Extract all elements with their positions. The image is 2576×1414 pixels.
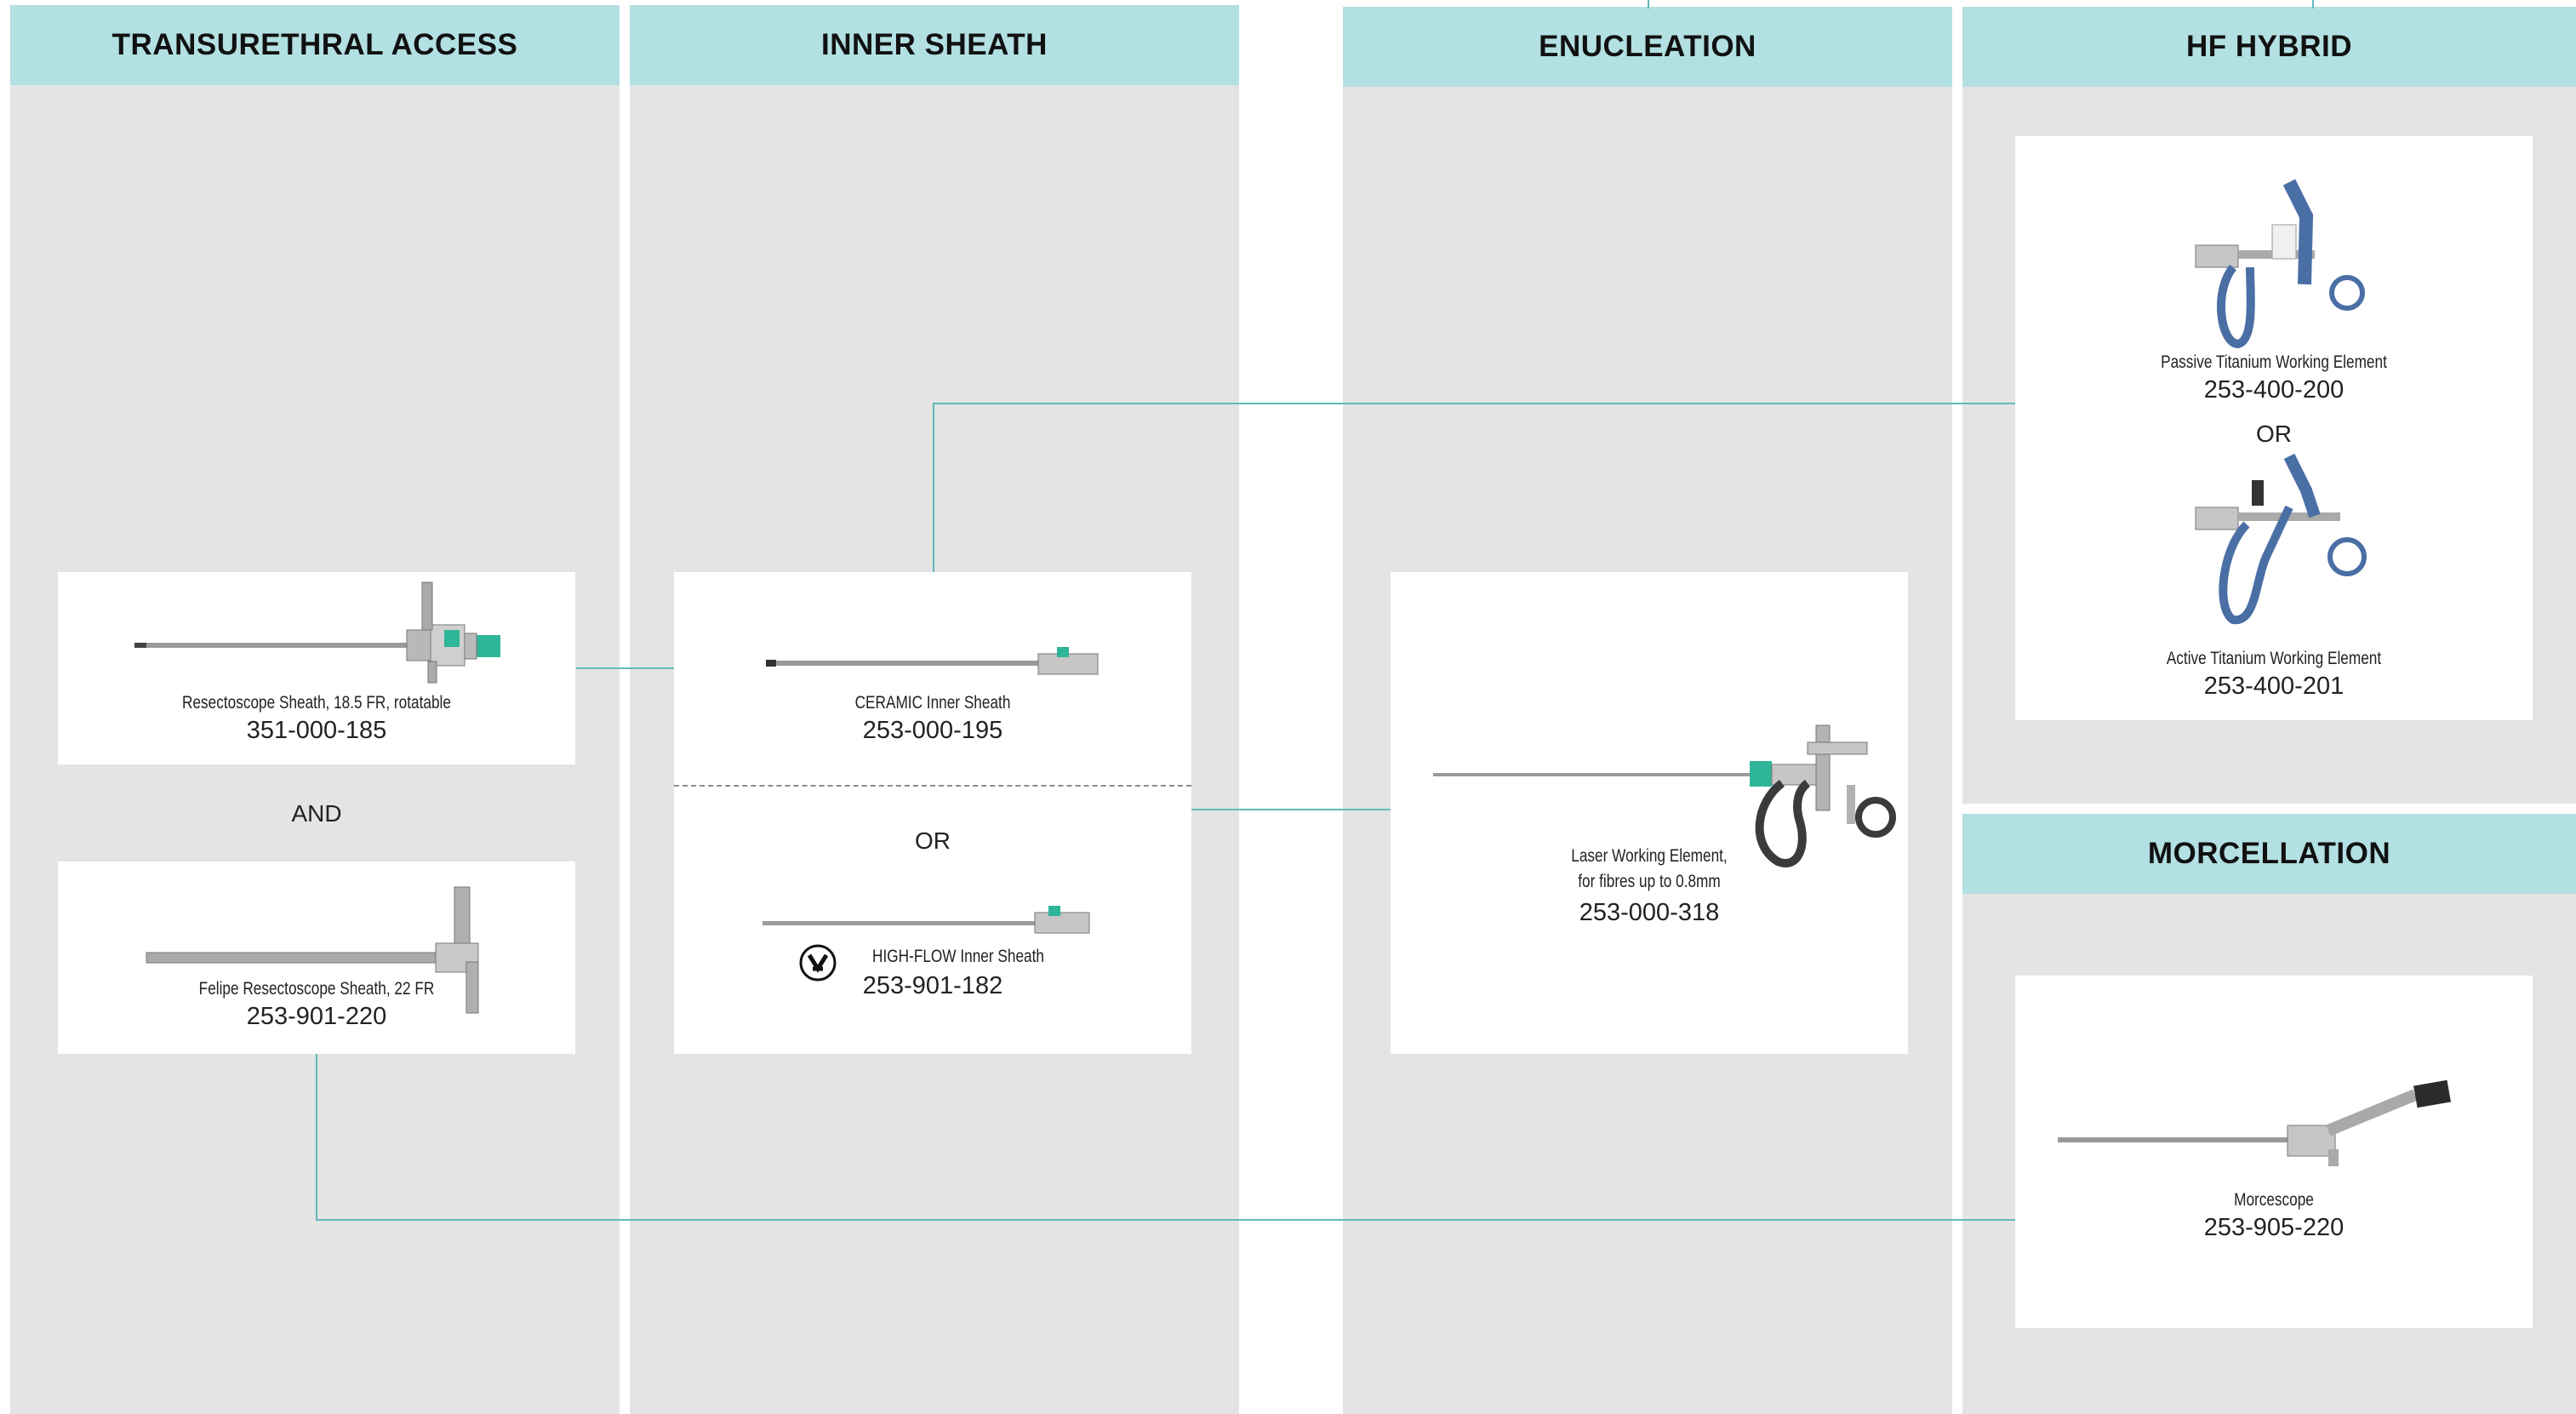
product-code: 253-400-200 — [2203, 376, 2345, 404]
product-name: Felipe Resectoscope Sheath, 22 FR — [198, 979, 435, 999]
connector-felipe-vertical — [316, 1054, 317, 1221]
passive-titanium-working-element-image — [2195, 179, 2365, 349]
product-card-titanium-working-elements[interactable]: Passive Titanium Working Element 253-400… — [2015, 136, 2533, 720]
product-code: 253-905-220 — [2203, 1214, 2345, 1241]
laser-working-element-image — [1433, 724, 1896, 867]
connector-sheath-to-inner — [576, 667, 675, 669]
morcescope-image — [2058, 1079, 2451, 1166]
product-name-line1: Laser Working Element, — [1571, 846, 1728, 866]
ceramic-inner-sheath-image — [766, 647, 1099, 675]
felipe-sheath-image — [146, 886, 479, 1014]
column-title-inner-sheath: INNER SHEATH — [630, 5, 1239, 85]
column-title-hf-hybrid: HF HYBRID — [1962, 7, 2576, 87]
product-card-felipe-sheath[interactable]: Felipe Resectoscope Sheath, 22 FR 253-90… — [58, 862, 575, 1054]
active-titanium-working-element-image — [2195, 453, 2367, 625]
dashed-divider — [674, 785, 1191, 787]
product-name: CERAMIC Inner Sheath — [854, 693, 1011, 713]
high-flow-inner-sheath-image — [763, 906, 1090, 934]
product-card-morcescope[interactable]: Morcescope 253-905-220 — [2015, 976, 2533, 1328]
product-code: 253-000-318 — [1579, 899, 1720, 926]
product-name-line2: for fibres up to 0.8mm — [1578, 872, 1721, 891]
and-label: AND — [291, 800, 342, 827]
column-title-enucleation: ENUCLEATION — [1343, 7, 1952, 87]
product-name: Passive Titanium Working Element — [2161, 352, 2387, 372]
connector-top-tick-right — [2312, 0, 2314, 9]
product-code: 253-000-195 — [862, 717, 1003, 744]
product-code: 351-000-185 — [246, 717, 387, 744]
connector-inner-vertical — [933, 403, 934, 573]
connector-felipe-to-morcellation — [316, 1219, 2015, 1221]
product-card-resectoscope-sheath[interactable]: Resectoscope Sheath, 18.5 FR, rotatable … — [58, 572, 575, 764]
product-code: 253-901-220 — [246, 1003, 387, 1030]
product-card-inner-sheath[interactable]: CERAMIC Inner Sheath 253-000-195 OR HIGH… — [674, 572, 1191, 1054]
product-code: 253-901-182 — [862, 972, 1003, 999]
or-label: OR — [915, 827, 951, 854]
product-name: Resectoscope Sheath, 18.5 FR, rotatable — [182, 693, 451, 713]
product-name: HIGH-FLOW Inner Sheath — [872, 947, 1044, 966]
product-name: Active Titanium Working Element — [2166, 649, 2382, 668]
product-card-laser-working-element[interactable]: Laser Working Element, for fibres up to … — [1391, 572, 1908, 1054]
connector-inner-to-enucleation — [1191, 809, 1391, 810]
product-name: Morcescope — [2234, 1190, 2314, 1210]
or-label: OR — [2256, 421, 2292, 447]
resectoscope-sheath-image — [134, 581, 500, 684]
column-title-transurethral-access: TRANSURETHRAL ACCESS — [10, 5, 620, 85]
connector-top-tick-left — [1648, 0, 1649, 9]
column-title-morcellation: MORCELLATION — [1962, 814, 2576, 894]
connector-inner-to-hybrid — [933, 403, 2015, 404]
high-flow-icon — [799, 944, 837, 982]
product-code: 253-400-201 — [2203, 673, 2345, 700]
